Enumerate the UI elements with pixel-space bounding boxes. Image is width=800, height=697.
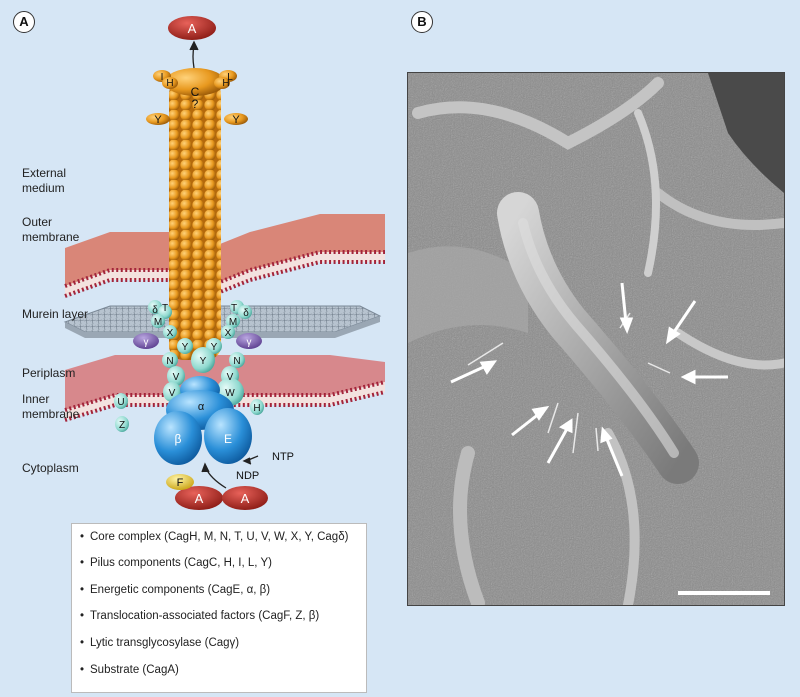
pili-arrows	[450, 282, 728, 477]
panel-label-a: A	[13, 11, 35, 33]
label-ntp: NTP	[272, 451, 294, 463]
label-gamma-left: γ	[144, 337, 149, 348]
label-beta: β	[175, 432, 182, 446]
label-v-right: V	[227, 372, 234, 383]
component-labels: A A A F C ? I L H H Y Y T δ M X T δ M X …	[117, 21, 294, 506]
energetic-components	[154, 376, 252, 465]
legend: •Core complex (CagH, M, N, T, U, V, W, X…	[71, 523, 367, 693]
label-t-right: T	[231, 303, 237, 314]
micrograph-image	[408, 73, 784, 605]
label-h-left: H	[166, 78, 173, 89]
label-h-core: H	[253, 403, 260, 414]
label-outer-membrane: Outer membrane	[22, 215, 80, 244]
label-z: Z	[119, 420, 125, 431]
label-n-right: N	[233, 356, 240, 367]
label-m-right: M	[229, 317, 237, 328]
outer-membrane	[64, 214, 385, 298]
label-a-bottom1: A	[195, 491, 204, 506]
legend-item-energetic: •Energetic components (CagE, α, β)	[80, 584, 271, 596]
label-y-core-center: Y	[200, 356, 207, 367]
label-q: ?	[192, 97, 199, 111]
label-l-right: L	[227, 72, 233, 83]
label-m-left: M	[154, 317, 162, 328]
lytic-transglycosylase	[133, 333, 262, 349]
label-a-top: A	[188, 21, 197, 36]
label-a-bottom2: A	[241, 491, 250, 506]
label-y-right: Y	[232, 114, 240, 126]
label-y-left: Y	[154, 114, 162, 126]
label-h-right: H	[222, 78, 229, 89]
label-c: C	[191, 85, 200, 99]
label-y-core-right: Y	[211, 342, 218, 353]
label-x-right: X	[225, 328, 232, 339]
label-t-left: T	[162, 303, 168, 314]
label-u: U	[117, 397, 124, 408]
legend-item-lytic: •Lytic transglycosylase (Cagγ)	[80, 637, 240, 649]
pilus	[146, 68, 248, 360]
label-ndp: NDP	[236, 470, 259, 482]
panel-label-b: B	[411, 11, 433, 33]
legend-item-translocation: •Translocation-associated factors (CagF,…	[80, 610, 320, 622]
electron-micrograph	[407, 72, 785, 606]
label-inner-membrane: Inner membrane	[22, 392, 80, 421]
label-periplasm: Periplasm	[22, 366, 76, 380]
label-external-medium: External medium	[22, 166, 67, 195]
legend-item-substrate: •Substrate (CagA)	[80, 664, 179, 676]
transport-arrows	[189, 40, 259, 489]
label-v-lower: V	[169, 388, 176, 399]
cag-t4ss-diagram: A A A F C ? I L H H Y Y T δ M X T δ M X …	[63, 16, 386, 510]
label-x-left: X	[167, 328, 174, 339]
label-w: W	[225, 388, 235, 399]
label-i-left: I	[161, 72, 164, 83]
murein-layer	[63, 305, 382, 338]
label-murein-layer: Murein layer	[22, 307, 89, 321]
label-alpha: α	[198, 401, 205, 413]
label-cytoplasm: Cytoplasm	[22, 461, 79, 475]
scale-bar	[678, 591, 770, 595]
label-f: F	[177, 477, 184, 489]
core-complex	[114, 300, 264, 432]
label-e: E	[224, 432, 232, 446]
legend-item-pilus: •Pilus components (CagC, H, I, L, Y)	[80, 557, 272, 569]
label-y-core-left: Y	[182, 342, 189, 353]
label-n-left: N	[166, 356, 173, 367]
label-gamma-right: γ	[247, 337, 252, 348]
label-delta-left: δ	[152, 305, 158, 316]
label-delta-right: δ	[243, 308, 249, 319]
substrates	[166, 16, 268, 510]
legend-item-core: •Core complex (CagH, M, N, T, U, V, W, X…	[80, 531, 349, 543]
label-v-left: V	[173, 372, 180, 383]
